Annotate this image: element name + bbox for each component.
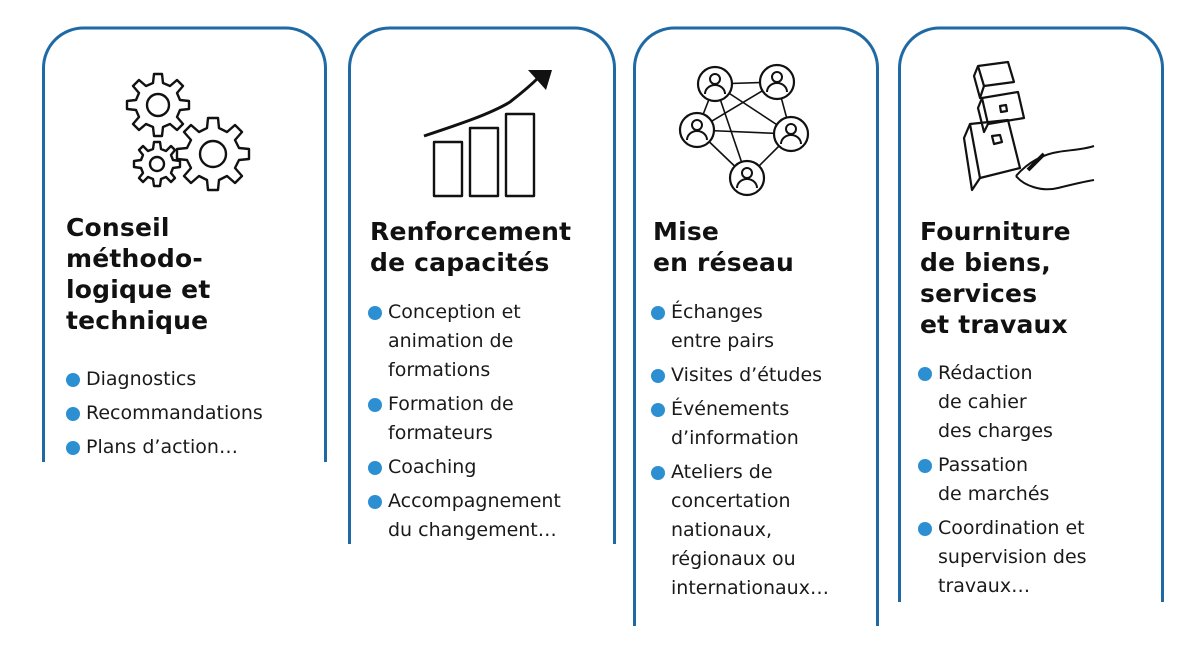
list-item: Coordination et supervision des travaux…	[918, 514, 1087, 601]
item-list: Rédaction de cahier des charges Passatio…	[918, 359, 1087, 606]
card-conseil: Conseil méthodo- logique et technique Di…	[42, 26, 327, 466]
bullet-dot	[918, 367, 932, 381]
card-frame	[633, 26, 879, 626]
card-title: Conseil méthodo- logique et technique	[66, 213, 211, 335]
item-text: Formation de formateurs	[388, 393, 514, 444]
bullet-dot	[651, 466, 665, 480]
bullet-dot	[918, 459, 932, 473]
item-text: Plans d’action…	[86, 436, 238, 458]
item-text: Échanges entre pairs	[671, 301, 774, 352]
item-text: Passation de marchés	[938, 454, 1050, 505]
card-renforcement: Renforcement de capacités Conception et …	[348, 26, 616, 548]
bullet-dot	[651, 369, 665, 383]
card-title: Mise en réseau	[653, 217, 795, 277]
bullet-dot	[918, 522, 932, 536]
list-item: Ateliers de concertation nationaux, régi…	[651, 458, 829, 603]
bullet-dot	[651, 306, 665, 320]
card-fourniture: Fourniture de biens, services et travaux…	[898, 26, 1164, 606]
bullet-dot	[368, 461, 382, 475]
item-text: Diagnostics	[86, 368, 197, 390]
item-text: Ateliers de concertation nationaux, régi…	[671, 461, 829, 599]
growth-chart-icon	[423, 70, 552, 198]
list-item: Coaching	[368, 453, 561, 482]
bullet-dot	[368, 495, 382, 509]
item-text: Visites d’études	[671, 364, 823, 386]
list-item: Formation de formateurs	[368, 390, 561, 448]
bullet-dot	[368, 306, 382, 320]
card-mise-en-reseau: Mise en réseau Échanges entre pairs Visi…	[633, 26, 879, 630]
list-item: Passation de marchés	[918, 451, 1087, 509]
bullet-dot	[66, 373, 80, 387]
list-item: Conception et animation de formations	[368, 298, 561, 385]
card-frame	[348, 26, 616, 544]
item-text: Événements d’information	[671, 398, 799, 449]
list-item: Échanges entre pairs	[651, 298, 829, 356]
item-text: Coaching	[388, 456, 477, 478]
item-text: Recommandations	[86, 402, 263, 424]
item-text: Rédaction de cahier des charges	[938, 362, 1053, 442]
item-text: Conception et animation de formations	[388, 301, 521, 381]
bullet-dot	[368, 398, 382, 412]
list-item: Diagnostics	[66, 365, 263, 394]
boxes-hand-icon	[962, 60, 1095, 192]
bullet-dot	[66, 441, 80, 455]
item-list: Échanges entre pairs Visites d’études Év…	[651, 298, 829, 608]
card-title: Fourniture de biens, services et travaux	[920, 217, 1071, 339]
gears-icon	[125, 72, 251, 192]
bullet-dot	[651, 403, 665, 417]
list-item: Plans d’action…	[66, 433, 263, 462]
list-item: Visites d’études	[651, 361, 829, 390]
item-text: Coordination et supervision des travaux…	[938, 517, 1087, 597]
item-list: Diagnostics Recommandations Plans d’acti…	[66, 365, 263, 467]
card-title: Renforcement de capacités	[370, 217, 572, 277]
item-text: Accompagnement du changement…	[388, 490, 561, 541]
list-item: Recommandations	[66, 399, 263, 428]
network-icon	[678, 63, 810, 197]
list-item: Accompagnement du changement…	[368, 487, 561, 545]
list-item: Événements d’information	[651, 395, 829, 453]
item-list: Conception et animation de formations Fo…	[368, 298, 561, 550]
bullet-dot	[66, 407, 80, 421]
card-frame	[898, 26, 1164, 602]
list-item: Rédaction de cahier des charges	[918, 359, 1087, 446]
card-frame	[42, 26, 327, 462]
